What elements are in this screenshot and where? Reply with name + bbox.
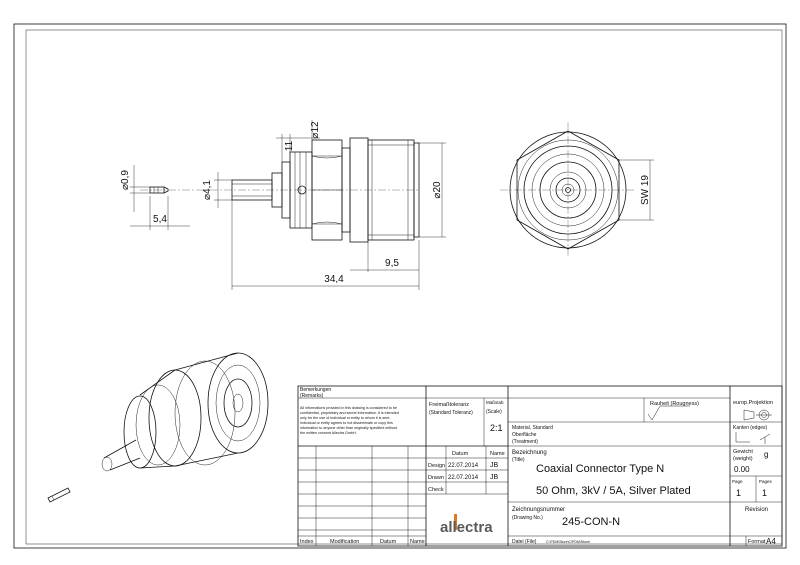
tolerance-label: Freimaßtoleranz [429,402,469,408]
dim-sw19: SW 19 [640,175,651,205]
svg-text:the written consent Allectra G: the written consent Allectra GmbH. [300,431,357,435]
side-view: ⌀0,9 5,4 ⌀4,1 11 ⌀12 ⌀20 9,5 34,4 [120,120,446,290]
dim-l344: 34,4 [324,274,344,285]
weight-label: Gewicht [733,449,753,455]
datum-footer: Datum [380,539,397,545]
treatment-label-en: (Treatment) [512,439,538,445]
dim-d20: ⌀20 [432,181,443,199]
title-line-2: 50 Ohm, 3kV / 5A, Silver Plated [536,485,691,497]
weight-unit: g [764,450,768,459]
isometric-view [47,352,269,503]
scale-label: Maßstab [486,400,504,405]
roughness-label: Rauheit (Rougness) [650,401,699,407]
projection-symbol-icon [743,409,772,421]
dim-d12: ⌀12 [310,121,321,139]
svg-text:All informations provided in t: All informations provided in this drawin… [300,406,397,410]
svg-text:only for the use of individual: only for the use of individual or entity… [300,416,390,420]
dim-l95: 9,5 [385,258,399,269]
outer-frame [13,23,787,549]
page-value: 1 [736,488,741,498]
material-label: Material, Standard [512,425,553,431]
svg-text:Individual or entity agrees to: Individual or entity agrees to not disse… [300,421,393,425]
page-label: Page [732,479,743,484]
allectra-logo: allectra [440,514,493,536]
remarks-label-en: (Remarks) [300,393,324,399]
svg-text:allectra: allectra [440,519,493,536]
name-header: Name [490,451,505,457]
edges-label: Kanten (edges) [733,425,768,431]
edges-symbol-icon [735,432,771,444]
scale-value: 2:1 [490,423,503,433]
drawn-date: 22.07.2014 [448,475,479,481]
revision-label: Revision [745,507,768,513]
format-label: Format [748,539,766,545]
svg-text:information to anyone other th: information to anyone other than origina… [300,426,397,430]
pages-value: 1 [762,488,767,498]
dim-d11: 11 [284,140,295,151]
treatment-label: Oberfläche [512,432,537,438]
title-block: Bemerkungen (Remarks) All informations p… [297,385,783,547]
drawing-no-label-en: (Drawing No.) [512,515,543,521]
drawing-no-label: Zeichnungsnummer [512,507,565,513]
roughness-symbol-icon [647,405,690,421]
title-line-1: Coaxial Connector Type N [536,463,664,475]
dim-d41: ⌀4,1 [202,180,213,200]
inner-frame [25,29,783,545]
title-label-en: (Title) [512,457,525,463]
weight-value: 0.00 [734,465,750,474]
modification-header: Modification [330,539,359,545]
design-label: Design [428,463,445,469]
design-name: JB [490,462,499,469]
file-label: Datei (File) [512,539,537,545]
svg-text:confidential, proprietary and: confidential, proprietary and secret inf… [300,411,399,415]
title-label: Bezeichnung [512,450,547,456]
datum-header: Datum [452,451,469,457]
drawing-number: 245-CON-N [562,516,620,528]
front-view: SW 19 [500,122,654,258]
index-header: Index [300,539,314,545]
drawn-name: JB [490,474,499,481]
tolerance-label-en: (Standard Toleranz) [429,410,473,416]
scale-label-en: (Scale) [486,409,502,415]
pages-label: Pages [759,479,773,484]
dim-d09: ⌀0,9 [120,170,131,190]
check-label: Check [428,487,444,493]
drawn-label: Drawn [428,475,444,481]
remarks-label: Bemerkungen [300,387,331,393]
name-footer: Name [410,539,425,545]
weight-label-en: (weight) [733,456,753,462]
design-date: 22.07.2014 [448,463,479,469]
projection-label: europ.Projektion [733,400,773,406]
format-value: A4 [766,537,776,546]
confidential-notice: All informations provided in this drawin… [300,406,399,435]
file-path: C:\PDM\Store\C\PDM\Store\ [546,540,590,544]
dim-l54: 5,4 [153,214,167,225]
